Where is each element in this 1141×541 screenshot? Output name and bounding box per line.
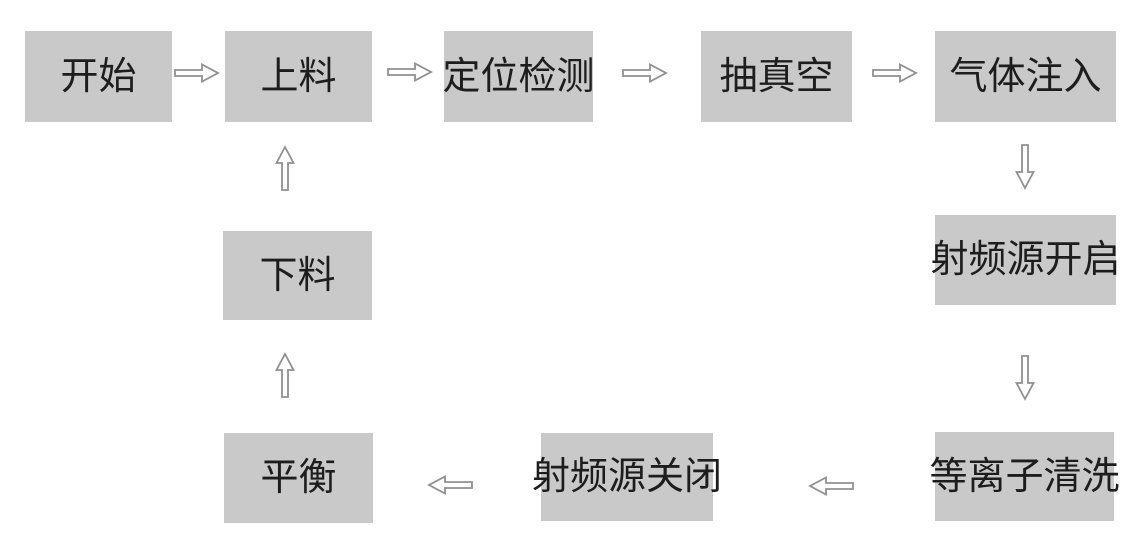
arrow-down-rf-source-on-to-plasma-cleaning-icon	[1015, 355, 1035, 401]
arrow-right-vacuum-to-gas-injection-icon	[872, 63, 918, 83]
node-balance-label: 平衡	[260, 457, 337, 499]
node-plasma-cleaning: 等离子清洗	[930, 432, 1120, 521]
node-start-label: 开始	[60, 55, 137, 98]
node-balance: 平衡	[224, 433, 373, 523]
node-vacuum-label: 抽真空	[719, 55, 834, 98]
node-loading-label: 上料	[260, 55, 337, 98]
arrow-down-gas-injection-to-rf-source-on-icon	[1015, 144, 1035, 190]
node-unloading: 下料	[223, 231, 372, 320]
node-gas-injection: 气体注入	[935, 31, 1116, 122]
node-vacuum: 抽真空	[701, 31, 852, 122]
node-gas-injection-label: 气体注入	[949, 55, 1102, 98]
node-rf-source-on-label: 射频源开启	[930, 239, 1121, 281]
arrow-left-rf-source-off-to-balance-icon	[427, 475, 473, 495]
node-position-detection: 定位检测	[442, 31, 595, 122]
arrow-right-start-to-loading-icon	[174, 63, 220, 83]
arrow-right-loading-to-position-detection-icon	[387, 62, 433, 82]
arrow-up-unloading-to-loading-icon	[275, 145, 295, 191]
node-start: 开始	[25, 31, 172, 122]
node-rf-source-off-label: 射频源关闭	[532, 456, 723, 498]
node-loading: 上料	[225, 31, 372, 122]
node-position-detection-label: 定位检测	[442, 55, 595, 98]
node-rf-source-off: 射频源关闭	[532, 433, 722, 521]
node-unloading-label: 下料	[259, 254, 336, 297]
arrow-left-plasma-cleaning-to-rf-source-off-icon	[808, 476, 854, 496]
arrow-right-position-detection-to-vacuum-icon	[622, 63, 668, 83]
arrow-up-balance-to-unloading-icon	[275, 352, 295, 398]
node-rf-source-on: 射频源开启	[931, 215, 1121, 305]
node-plasma-cleaning-label: 等离子清洗	[929, 455, 1120, 498]
